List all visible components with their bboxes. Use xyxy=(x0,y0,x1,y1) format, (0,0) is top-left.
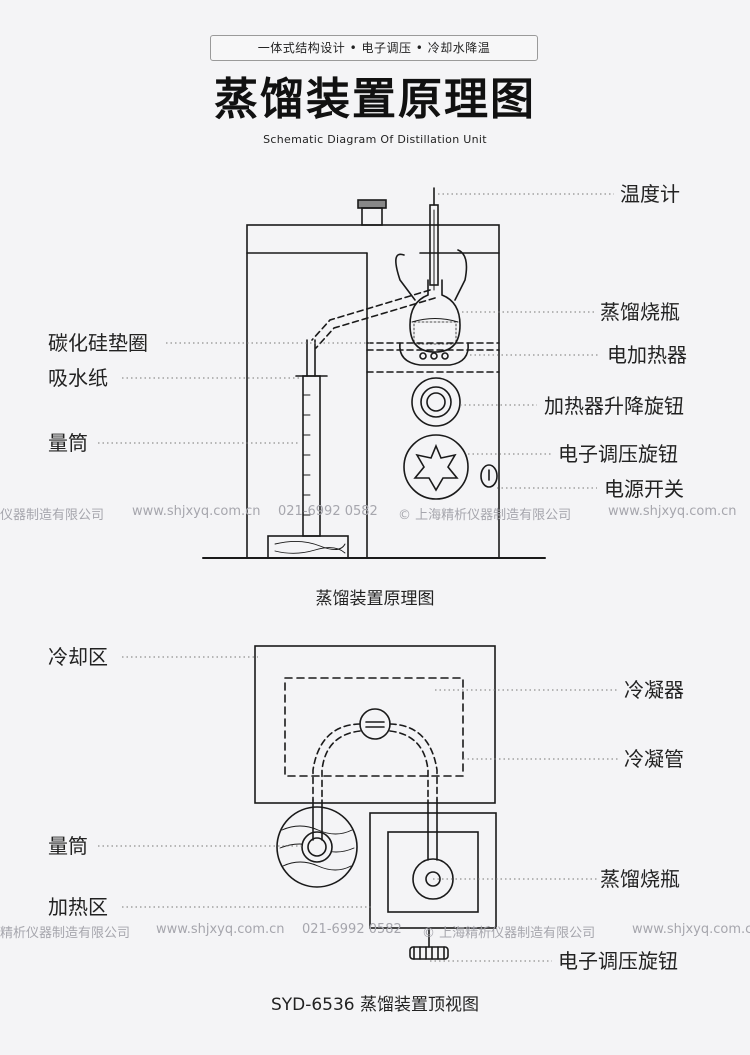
caption-side-view: 蒸馏装置原理图 xyxy=(315,589,435,609)
watermark-company-full: © 上海精析仪器制造有限公司 xyxy=(422,926,596,941)
label-voltage-knob: 电子调压旋钮 xyxy=(558,442,678,466)
top-view-diagram xyxy=(254,645,497,960)
label-condenser: 冷凝器 xyxy=(624,678,684,702)
label-absorbent-paper: 吸水纸 xyxy=(48,366,108,390)
caption-top-view: SYD-6536 蒸馏装置顶视图 xyxy=(270,995,480,1015)
label-measuring-cylinder-top: 量筒 xyxy=(48,834,88,858)
label-thermometer: 温度计 xyxy=(620,182,680,206)
label-measuring-cylinder: 量筒 xyxy=(48,431,88,455)
label-electric-heater: 电加热器 xyxy=(607,343,687,367)
label-cooling-zone: 冷却区 xyxy=(48,645,108,669)
label-heater-lift-knob: 加热器升降旋钮 xyxy=(544,394,684,418)
watermark-website: www.shjxyq.com.cn xyxy=(156,922,285,937)
tagline: 一体式结构设计 • 电子调压 • 冷却水降温 xyxy=(210,35,538,61)
page-title: 蒸馏装置原理图 xyxy=(214,74,536,125)
watermark-website: www.shjxyq.com.cn xyxy=(132,504,261,519)
watermark-company-full: © 上海精析仪器制造有限公司 xyxy=(398,508,572,523)
watermark-website: www.shjxyq.com.cn xyxy=(632,922,750,937)
label-condenser-tube: 冷凝管 xyxy=(624,747,684,771)
side-view-diagram xyxy=(202,187,546,559)
watermark-company: 精析仪器制造有限公司 xyxy=(0,926,131,941)
label-power-switch: 电源开关 xyxy=(604,477,684,501)
watermark-company: 仪器制造有限公司 xyxy=(0,508,105,523)
label-distillation-flask: 蒸馏烧瓶 xyxy=(600,300,680,324)
page-subtitle: Schematic Diagram Of Distillation Unit xyxy=(263,133,487,146)
label-sic-gasket: 碳化硅垫圈 xyxy=(48,331,148,355)
label-voltage-knob-top: 电子调压旋钮 xyxy=(558,949,678,973)
watermark-phone: 021-6992 0582 xyxy=(278,504,378,519)
label-distillation-flask-top: 蒸馏烧瓶 xyxy=(600,867,680,891)
label-heating-zone: 加热区 xyxy=(48,895,108,919)
watermark-phone: 021-6992 0582 xyxy=(302,922,402,937)
watermark-website: www.shjxyq.com.cn xyxy=(608,504,737,519)
